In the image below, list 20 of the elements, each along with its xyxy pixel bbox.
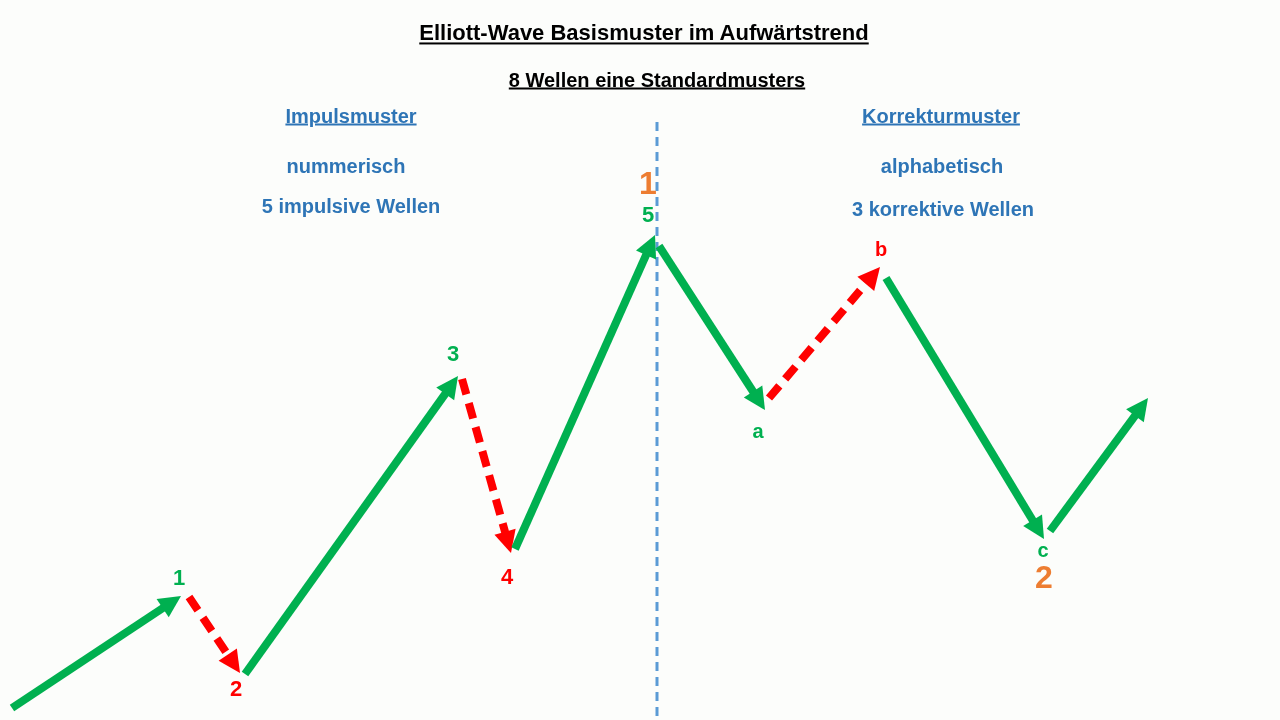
wave-label: 3: [446, 342, 460, 366]
subtitle-heading: 8 Wellen eine Standardmusters: [508, 69, 806, 91]
wave-label: 5: [641, 203, 655, 227]
note-text: nummerisch: [286, 155, 406, 177]
section-heading: Korrekturmuster: [862, 105, 1020, 127]
wave-label: 4: [500, 565, 514, 589]
wave-degree-label: 2: [1035, 561, 1053, 595]
note-text: 3 korrektive Wellen: [852, 198, 1034, 220]
wave-label: 1: [172, 566, 186, 590]
wave-degree-label: 1: [639, 167, 657, 201]
section-heading: Impulsmuster: [285, 105, 417, 127]
dashed-arrow: [458, 377, 516, 555]
title-heading: Elliott-Wave Basismuster im Aufwärtstrend: [419, 21, 869, 45]
wave-label: a: [752, 420, 764, 442]
arrow: [511, 233, 659, 551]
note-text: 5 impulsive Wellen: [261, 195, 441, 217]
wave-label: b: [874, 238, 888, 260]
wave-label: c: [1037, 539, 1049, 561]
note-text: alphabetisch: [880, 155, 1004, 177]
wave-label: 2: [229, 677, 243, 701]
